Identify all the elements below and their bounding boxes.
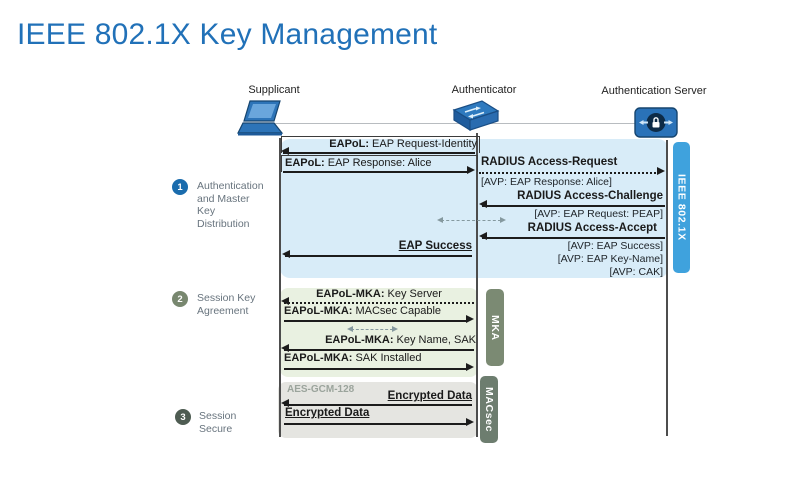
switch-icon xyxy=(446,96,504,143)
arrowhead-left-icon xyxy=(347,326,353,332)
phase2-badge: 2 xyxy=(172,291,188,307)
message-eap-success: EAP Success xyxy=(398,240,472,252)
message-text: EAP Request-Identity xyxy=(372,138,477,150)
arrowhead-left-icon xyxy=(437,217,443,223)
message-radius-access-challenge: RADIUS Access-Challenge xyxy=(517,190,663,202)
arrowhead-left-icon xyxy=(479,200,487,208)
macsec-bar: MACsec xyxy=(480,376,498,443)
message-prefix: EAPoL-MKA: xyxy=(284,352,353,364)
arrowhead-right-icon xyxy=(500,217,506,223)
page-title: IEEE 802.1X Key Management xyxy=(17,18,438,51)
lifeline-auth-server xyxy=(666,140,668,436)
arrow-radius-access-request xyxy=(479,172,659,174)
arrow-mka-key-name-sak xyxy=(284,349,474,351)
message-prefix: EAPoL: xyxy=(285,157,325,169)
message-prefix: EAPoL-MKA: xyxy=(325,334,394,346)
auth-server-label: Authentication Server xyxy=(601,85,707,97)
phase3-region xyxy=(278,382,478,438)
arrowhead-left-icon xyxy=(282,250,290,258)
arrowhead-right-icon xyxy=(466,363,474,371)
arrow-encrypted-data-down xyxy=(284,404,472,406)
ieee-8021x-bar: IEEE 802.1X xyxy=(673,142,690,273)
message-text: EAP Response: Alice xyxy=(327,157,432,169)
message-mka-sak-installed: EAPoL-MKA:SAK Installed xyxy=(284,352,421,364)
message-eapol-request-identity: EAPoL:EAP Request-Identity xyxy=(281,136,480,153)
phase2-label-line: Agreement xyxy=(197,304,249,317)
arrow-mka-macsec-capable xyxy=(284,320,468,322)
message-mka-key-server: EAPoL-MKA:Key Server xyxy=(282,288,476,300)
avp-line: [AVP: EAP Key-Name] xyxy=(557,253,663,265)
message-text: MACsec Capable xyxy=(355,305,442,317)
message-mka-key-name-sak: EAPoL-MKA:Key Name, SAK xyxy=(282,334,476,346)
message-text: Key Server xyxy=(387,288,442,300)
phase3-label-line: Secure xyxy=(199,422,233,435)
arrowhead-left-icon xyxy=(479,232,487,240)
avp-line: [AVP: EAP Response: Alice] xyxy=(481,176,612,188)
phase1-label: Authentication and Master Key Distributi… xyxy=(197,180,264,230)
message-text: SAK Installed xyxy=(355,352,422,364)
server-icon xyxy=(632,101,680,148)
mka-bar: MKA xyxy=(486,289,504,366)
arrow-mka-key-server xyxy=(284,302,474,304)
phase2-label: Session Key Agreement xyxy=(197,292,255,317)
phase1-label-line: and Master xyxy=(197,192,250,205)
phase1-region xyxy=(280,139,668,278)
avp-line: [AVP: EAP Success] xyxy=(567,240,663,252)
arrowhead-right-icon xyxy=(467,166,475,174)
arrowhead-left-icon xyxy=(281,147,289,155)
avp-line: [AVP: EAP Request: PEAP] xyxy=(534,208,663,220)
laptop-icon xyxy=(236,99,288,144)
arrow-mka-sak-installed xyxy=(284,368,468,370)
arrow-radius-access-challenge xyxy=(482,205,665,207)
phase3-label: Session Secure xyxy=(199,410,236,435)
arrow-eap-success xyxy=(285,255,472,257)
arrowhead-left-icon xyxy=(281,399,289,407)
arrow-radius-access-accept xyxy=(482,237,665,239)
arrowhead-right-icon xyxy=(392,326,398,332)
arrowhead-right-icon xyxy=(466,315,474,323)
message-mka-macsec-capable: EAPoL-MKA:MACsec Capable xyxy=(284,305,441,317)
phase3-label-line: Session xyxy=(199,410,237,422)
eap-tunnel-dashed-link xyxy=(441,220,501,221)
mka-exchange-dashed-link xyxy=(351,329,393,330)
supplicant-label: Supplicant xyxy=(248,84,300,96)
avp-line: [AVP: CAK] xyxy=(609,266,664,278)
phase1-label-line: Authentication xyxy=(197,180,264,192)
message-radius-access-accept: RADIUS Access-Accept xyxy=(527,222,657,234)
arrow-eapol-request-identity xyxy=(283,152,475,154)
message-encrypted-data-down: Encrypted Data xyxy=(387,390,472,402)
lifeline-supplicant xyxy=(279,138,281,437)
arrowhead-left-icon xyxy=(281,297,289,305)
arrowhead-right-icon xyxy=(466,418,474,426)
phase2-label-line: Session Key xyxy=(197,292,256,304)
phase1-label-line: Key xyxy=(197,205,216,217)
message-prefix: EAPoL-MKA: xyxy=(316,288,385,300)
message-encrypted-data-up: Encrypted Data xyxy=(285,407,370,419)
arrow-eapol-response-alice xyxy=(283,171,469,173)
arrowhead-right-icon xyxy=(657,167,665,175)
message-text: Key Name, SAK xyxy=(396,334,476,346)
message-eapol-response-alice: EAPoL:EAP Response: Alice xyxy=(281,155,478,172)
lifeline-authenticator xyxy=(476,133,478,437)
phase1-label-line: Distribution xyxy=(197,217,250,230)
phase1-badge: 1 xyxy=(172,179,188,195)
message-prefix: EAPoL-MKA: xyxy=(284,305,353,317)
arrowhead-left-icon xyxy=(281,344,289,352)
message-prefix: EAPoL: xyxy=(329,138,370,150)
phase3-badge: 3 xyxy=(175,409,191,425)
cipher-note: AES-GCM-128 xyxy=(287,384,355,395)
message-radius-access-request: RADIUS Access-Request xyxy=(481,156,618,168)
authenticator-label: Authenticator xyxy=(451,84,517,96)
arrow-encrypted-data-up xyxy=(284,423,468,425)
